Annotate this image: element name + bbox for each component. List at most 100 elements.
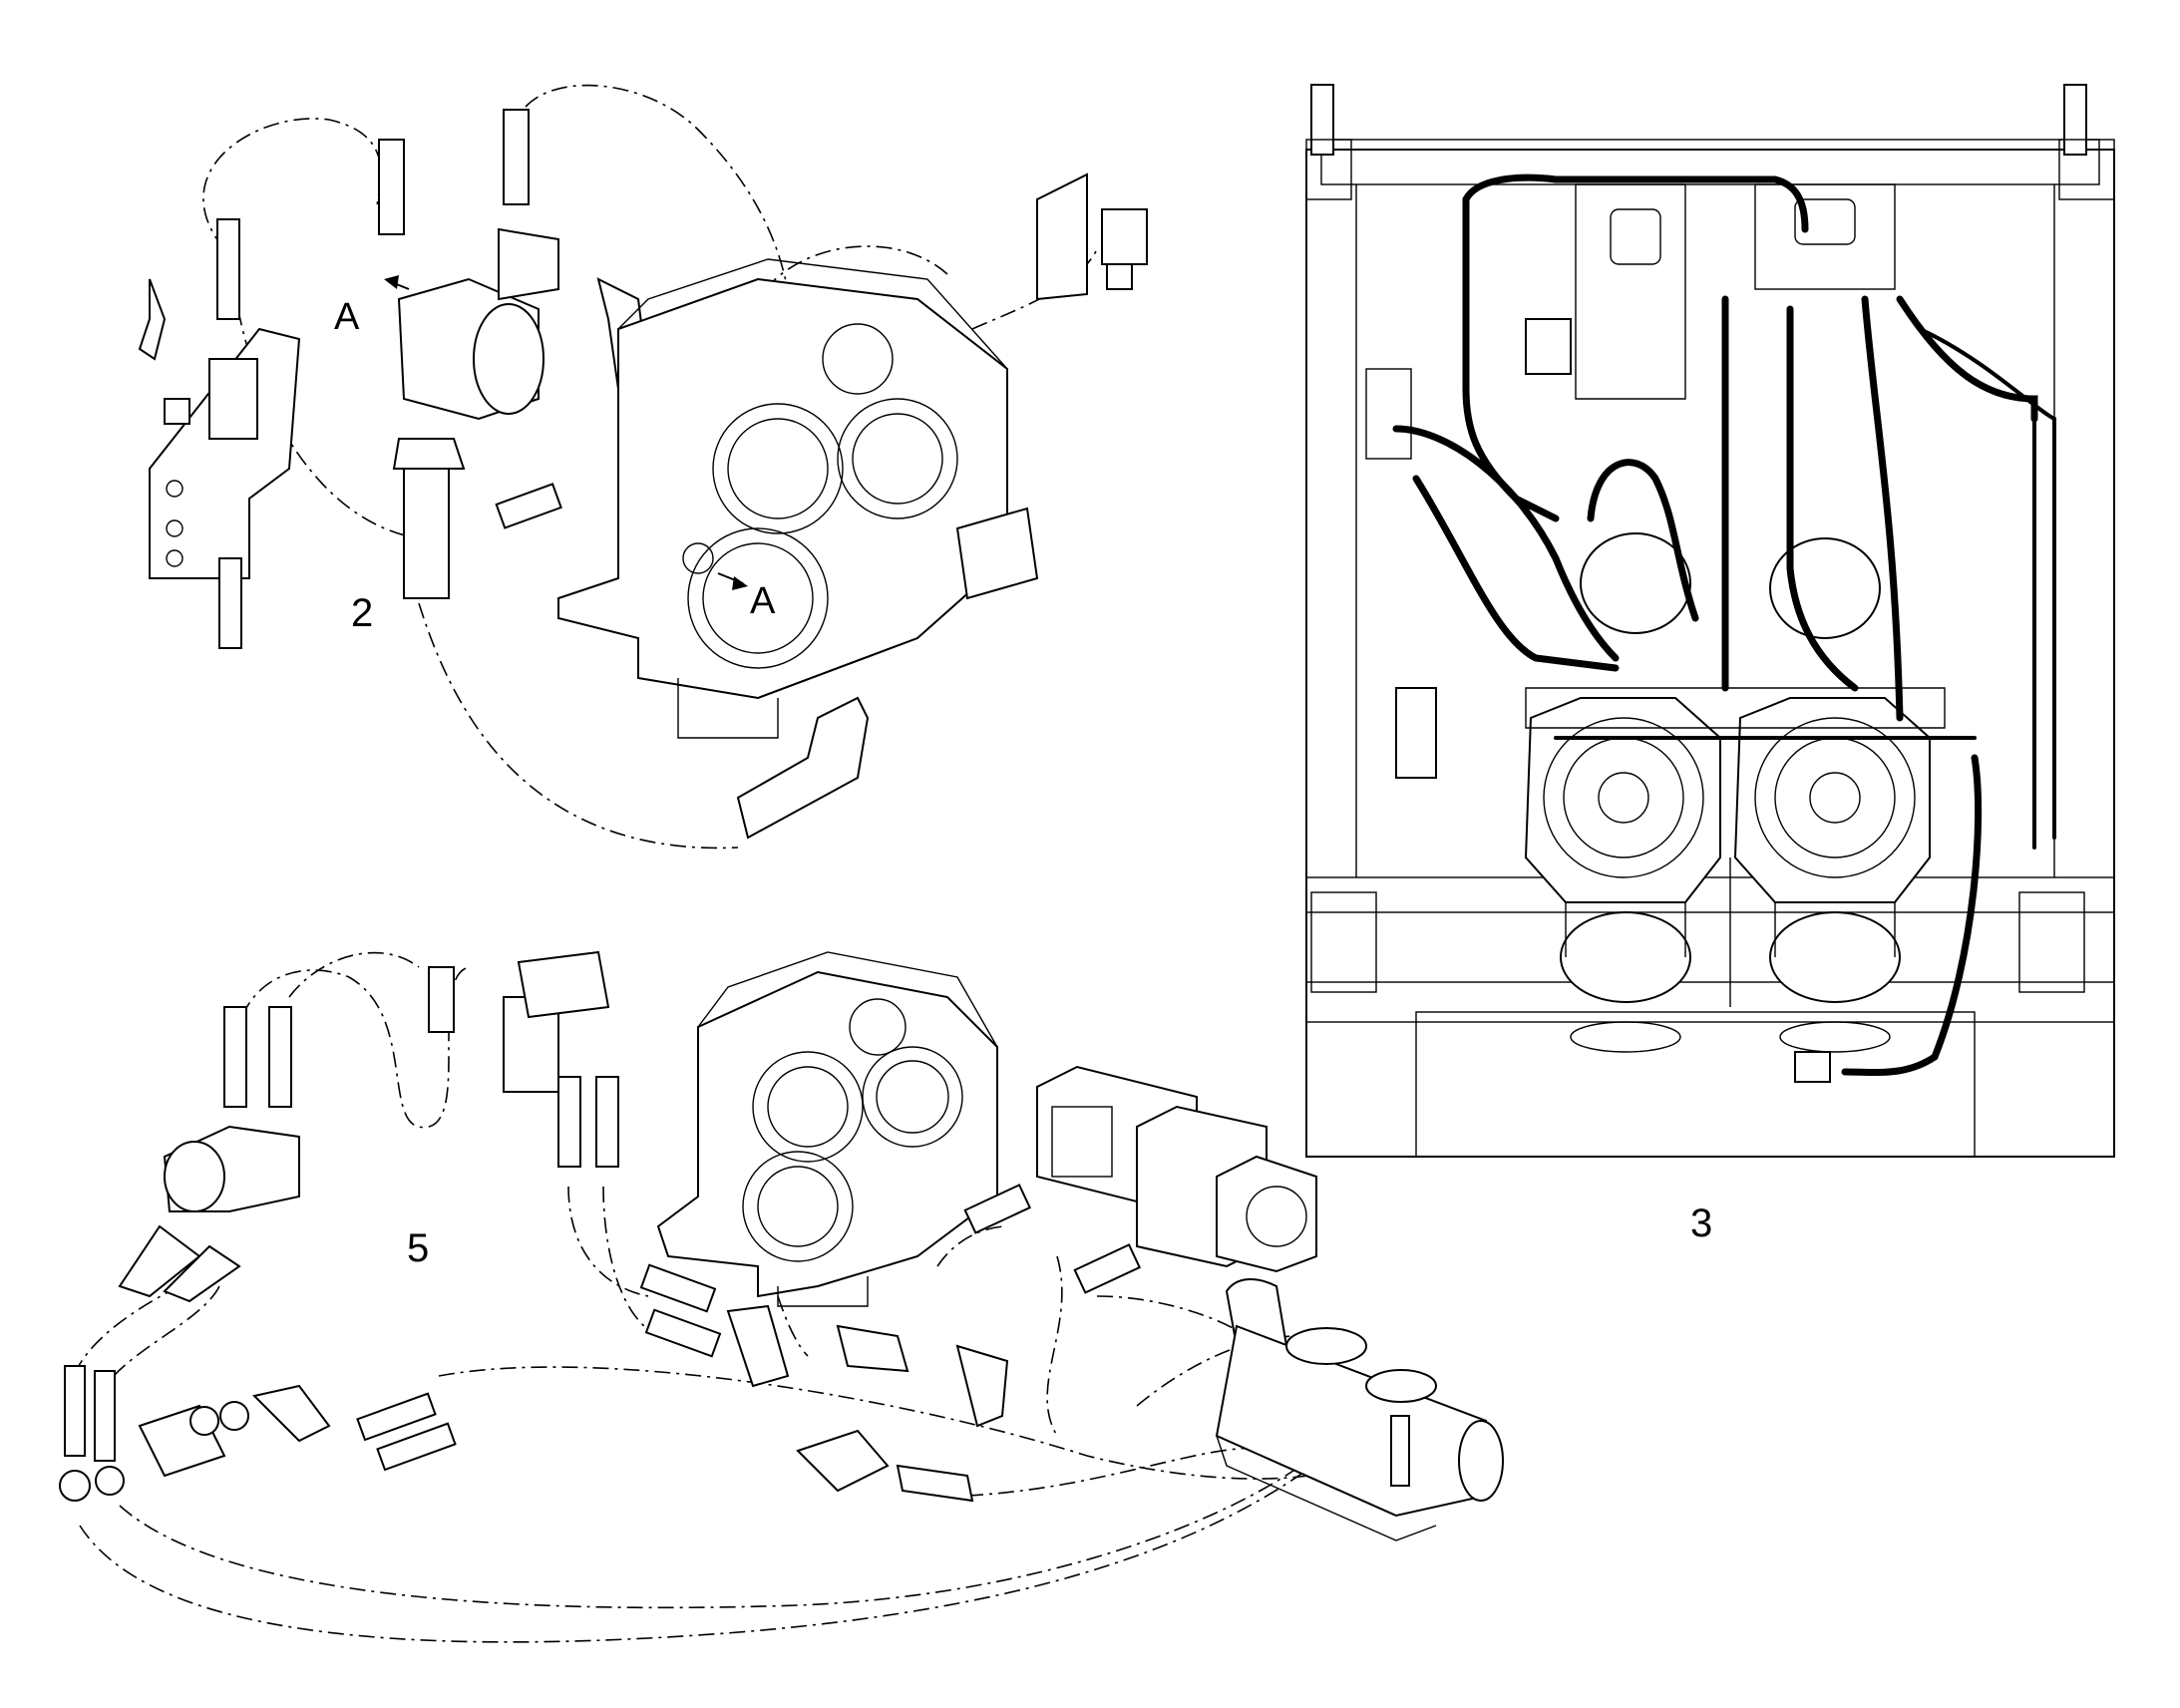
view-2-hose-route-6 (757, 245, 948, 300)
view-5-tank-fitting (1390, 1415, 1410, 1487)
view-5-hose-drop-1 (557, 1076, 581, 1168)
view-3-upper-panel-left (1575, 183, 1686, 400)
view-5-hose-short-1 (356, 1392, 437, 1442)
view-2-label: 2 (351, 591, 373, 635)
view-3-hose-8 (1861, 295, 1904, 722)
view-5-hose-route-5 (567, 1186, 649, 1297)
view-5-check-valve (796, 1429, 890, 1493)
view-5-hose-route-2 (288, 951, 420, 998)
view-2-elbow-hose (138, 278, 167, 361)
view-5-manifold-port-4 (219, 1401, 249, 1431)
view-3-base-rail (1305, 876, 2115, 913)
view-2-hose-route-5 (971, 248, 1098, 330)
view-5-elbow-fitting (252, 1384, 331, 1443)
view-5-pump-hose-b (1073, 1243, 1142, 1294)
view-5-gearbox (656, 951, 998, 1307)
view-5-center-hose-4 (955, 1344, 1009, 1428)
view-3-corner-tl (1305, 139, 1352, 200)
view-5-tank-port-flange (1365, 1369, 1437, 1403)
view-5-tee-fitting (726, 1304, 790, 1388)
view-3-hose-7 (1786, 305, 1859, 692)
view-2-valve-block (208, 358, 258, 440)
view-3-label: 3 (1690, 1201, 1712, 1245)
view-2-bracket-hole-2 (166, 519, 183, 537)
view-3-lift-eye-left (1310, 84, 1334, 156)
view-5-pump-hose-1 (223, 1006, 247, 1108)
view-5-hose-route-9 (119, 1445, 1327, 1609)
view-3-skid (1415, 1011, 1976, 1158)
view-5-manifold-fitting-2 (94, 1370, 116, 1462)
view-3-panel-window-right (1794, 198, 1856, 245)
view-2-bracket-hole-3 (166, 549, 183, 567)
view-5-hose-top-left (428, 966, 455, 1033)
view-2-mounting-bracket (149, 327, 301, 579)
view-2-arrowhead-a-2 (732, 576, 748, 590)
view-2-hose-short (495, 483, 562, 529)
view-5-center-hose-1 (639, 1263, 717, 1313)
view-2-hose-route-2 (513, 84, 793, 470)
view-2-switch-fitting (1106, 263, 1133, 290)
view-5-hose-route-8 (79, 1455, 1327, 1643)
view-2-hose-upper-left (378, 139, 405, 235)
view-5-hose-route-14 (777, 1295, 809, 1357)
view-5-center-hose-3 (836, 1324, 909, 1373)
view-2-gearbox (557, 258, 1008, 739)
view-3-lower-rail (1305, 981, 2115, 1023)
view-5-hose-route-3 (69, 1285, 181, 1397)
view-3-side-bracket (1365, 368, 1412, 460)
view-3-pump-left (1524, 697, 1721, 1053)
view-5-hose-drop-2 (595, 1076, 619, 1168)
view-3-hose-3 (1392, 425, 1620, 662)
view-5-hose-route-11 (1096, 1295, 1248, 1337)
view-2-hose-bottom-elbow (736, 696, 870, 840)
view-2-fitting-lower (218, 557, 242, 649)
view-2-bracket-hole-1 (166, 480, 183, 498)
view-5-manifold-port-1 (59, 1470, 91, 1502)
view-5-center-hose-2 (644, 1308, 722, 1358)
view-2-switch-bracket (1036, 172, 1088, 301)
view-2-arrowhead-a-1 (384, 275, 399, 289)
view-5-hose-route-15 (936, 1225, 1008, 1267)
view-2-exploded-hoses: A A 2 (138, 84, 1148, 850)
view-3-valve-block (1395, 687, 1437, 779)
view-2-pressure-switch (1101, 208, 1148, 265)
view-5-hose-route-1 (230, 966, 470, 1129)
view-5-tank-base (1216, 1435, 1437, 1541)
view-5-hose-route-10 (1046, 1255, 1063, 1437)
view-3-hose-12 (1841, 754, 1983, 1077)
view-3-gearbox-band (1525, 687, 1946, 729)
view-2-detail-marker-a-1: A (334, 296, 360, 338)
view-2-hose-route-4 (418, 602, 739, 850)
view-3-quick-coupler (1794, 1051, 1831, 1083)
view-5-reservoir-tank (1215, 1324, 1487, 1518)
view-3-junction-box (1525, 318, 1572, 375)
view-5-pump-hose-a (963, 1184, 1032, 1234)
view-5-manifold-port-2 (95, 1466, 125, 1496)
view-3-corner-tr (2058, 139, 2115, 200)
view-5-gear-pump-face (164, 1141, 225, 1212)
view-3-frame-outline (1305, 149, 2115, 1158)
view-2-tee-manifold (498, 227, 559, 301)
view-3-panel-window-left (1610, 208, 1661, 265)
view-5-pump-hose-2 (268, 1006, 292, 1108)
view-5-label: 5 (407, 1226, 429, 1270)
view-3-motor-left (1580, 532, 1691, 634)
view-5-hose-route-6 (602, 1186, 659, 1337)
view-3-foot-left (1310, 891, 1377, 993)
view-3-hose-2 (1462, 173, 1809, 233)
view-5-pump-elbow-1 (118, 1224, 201, 1298)
view-5-hose-short-2 (376, 1422, 457, 1472)
view-2-detail-marker-a-2: A (750, 580, 776, 622)
view-5-filter-head (517, 950, 610, 1019)
view-2-hose-right-mid (955, 507, 1039, 600)
view-3-top-rail (1320, 139, 2100, 185)
view-5-pump-elbow-2 (163, 1244, 241, 1303)
view-2-large-nut (392, 438, 466, 470)
view-3-hose-4 (1412, 475, 1620, 672)
view-3-foot-right (2018, 891, 2085, 993)
view-5-manifold-port-3 (189, 1406, 219, 1436)
view-5-tank-top-flange (1285, 1327, 1367, 1365)
view-3-upper-panel-right (1754, 183, 1896, 290)
view-3-pump-right (1733, 697, 1931, 1053)
